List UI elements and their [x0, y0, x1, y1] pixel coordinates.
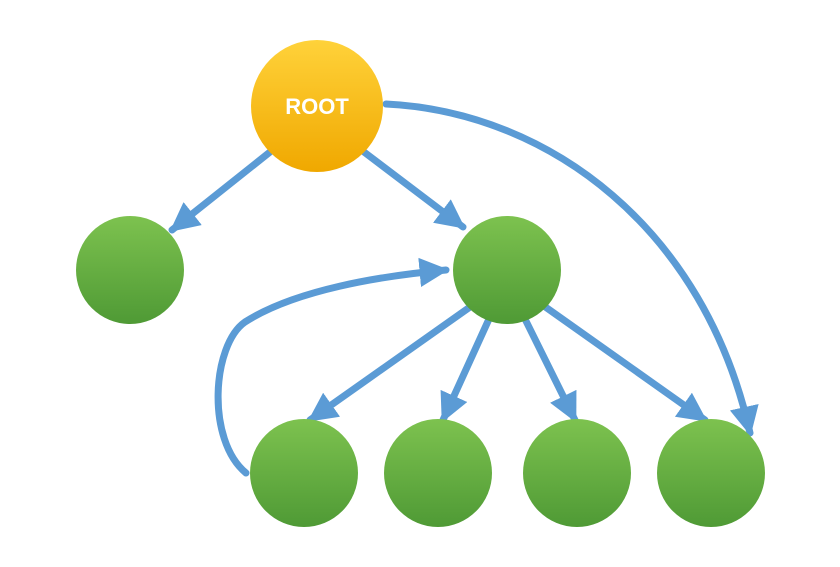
node-left — [76, 216, 184, 324]
node-left-circle — [76, 216, 184, 324]
edges-layer — [168, 100, 759, 477]
nodes-layer: ROOT — [76, 40, 765, 527]
node-center — [453, 216, 561, 324]
edge-arrow-root-to-center — [360, 148, 467, 231]
root-node-circle — [251, 40, 383, 172]
node-bottom-2 — [384, 419, 492, 527]
node-bottom-3-circle — [523, 419, 631, 527]
edge-arrow-center-to-bottom-3 — [521, 315, 579, 424]
edge-arrow-center-to-bottom-2 — [439, 315, 493, 424]
root-node-label: ROOT — [285, 94, 349, 119]
edge-arrow-root-to-left — [168, 148, 274, 234]
edge-arrow-root-to-bottom-4 — [382, 100, 759, 437]
edge-arrow-center-to-bottom-4 — [540, 302, 709, 424]
node-bottom-4-circle — [657, 419, 765, 527]
node-bottom-2-circle — [384, 419, 492, 527]
node-bottom-4 — [657, 419, 765, 527]
edge-arrow-bottom-1-to-center — [214, 257, 450, 477]
node-center-circle — [453, 216, 561, 324]
node-bottom-3 — [523, 419, 631, 527]
edge-arrow-center-to-bottom-1 — [306, 303, 474, 424]
node-bottom-1-circle — [250, 419, 358, 527]
root-node: ROOT — [251, 40, 383, 172]
node-bottom-1 — [250, 419, 358, 527]
